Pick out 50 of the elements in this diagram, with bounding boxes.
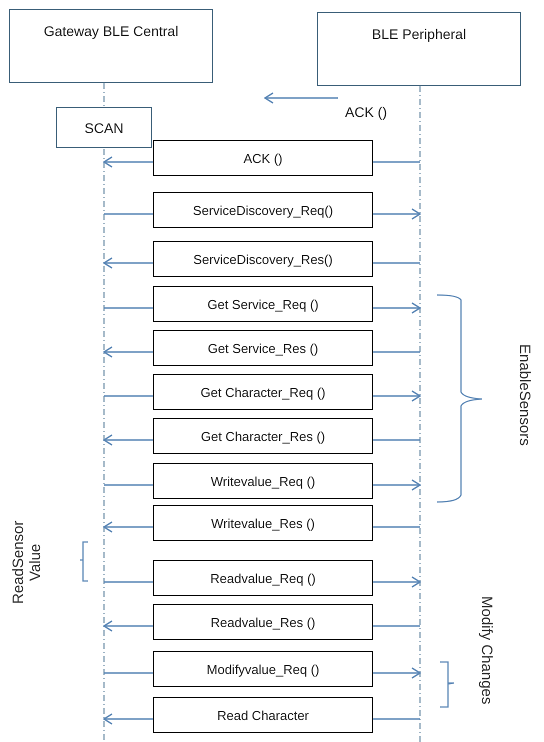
message-label: ACK () bbox=[338, 94, 394, 120]
line bbox=[103, 83, 105, 107]
arrow bbox=[373, 576, 421, 588]
line bbox=[104, 581, 153, 583]
arrow bbox=[373, 390, 421, 402]
group-label: EnableSensors bbox=[516, 343, 533, 448]
message-box: ServiceDiscovery_Res() bbox=[153, 241, 373, 277]
arrow bbox=[103, 620, 153, 632]
arrow bbox=[264, 92, 338, 104]
line bbox=[373, 262, 420, 264]
lifeline bbox=[418, 86, 422, 742]
line bbox=[373, 526, 420, 528]
line bbox=[104, 213, 153, 215]
line bbox=[373, 161, 420, 163]
line bbox=[373, 625, 420, 627]
arrow bbox=[103, 156, 153, 168]
message-box: Get Service_Res () bbox=[153, 330, 373, 366]
line bbox=[373, 351, 420, 353]
arrow bbox=[103, 346, 153, 358]
line bbox=[104, 672, 153, 674]
message-box: ServiceDiscovery_Req() bbox=[153, 192, 373, 228]
arrow bbox=[103, 713, 153, 725]
message-box: Get Service_Req () bbox=[153, 286, 373, 322]
line bbox=[373, 718, 420, 720]
message-box: Readvalue_Req () bbox=[153, 560, 373, 596]
process-box: SCAN bbox=[56, 107, 152, 148]
message-box: Read Character bbox=[153, 697, 373, 733]
message-box: Modifyvalue_Req () bbox=[153, 651, 373, 687]
lifeline bbox=[102, 149, 106, 742]
line bbox=[373, 439, 420, 441]
arrow bbox=[373, 667, 421, 679]
message-box: Readvalue_Res () bbox=[153, 604, 373, 640]
message-box: Get Character_Res () bbox=[153, 418, 373, 454]
line bbox=[104, 484, 153, 486]
participant-box: Gateway BLE Central bbox=[9, 9, 213, 83]
arrow bbox=[373, 479, 421, 491]
arrow bbox=[373, 302, 421, 314]
arrow bbox=[103, 521, 153, 533]
line bbox=[104, 395, 153, 397]
arrow bbox=[103, 257, 153, 269]
message-box: ACK () bbox=[153, 140, 373, 176]
group-label: Modify Changes bbox=[478, 594, 495, 706]
message-box: Get Character_Req () bbox=[153, 374, 373, 410]
line bbox=[104, 307, 153, 309]
group-label: ReadSensor Value bbox=[10, 520, 45, 606]
message-box: Writevalue_Req () bbox=[153, 463, 373, 499]
arrow bbox=[103, 434, 153, 446]
participant-box: BLE Peripheral bbox=[317, 12, 521, 86]
message-box: Writevalue_Res () bbox=[153, 505, 373, 541]
arrow bbox=[373, 208, 421, 220]
